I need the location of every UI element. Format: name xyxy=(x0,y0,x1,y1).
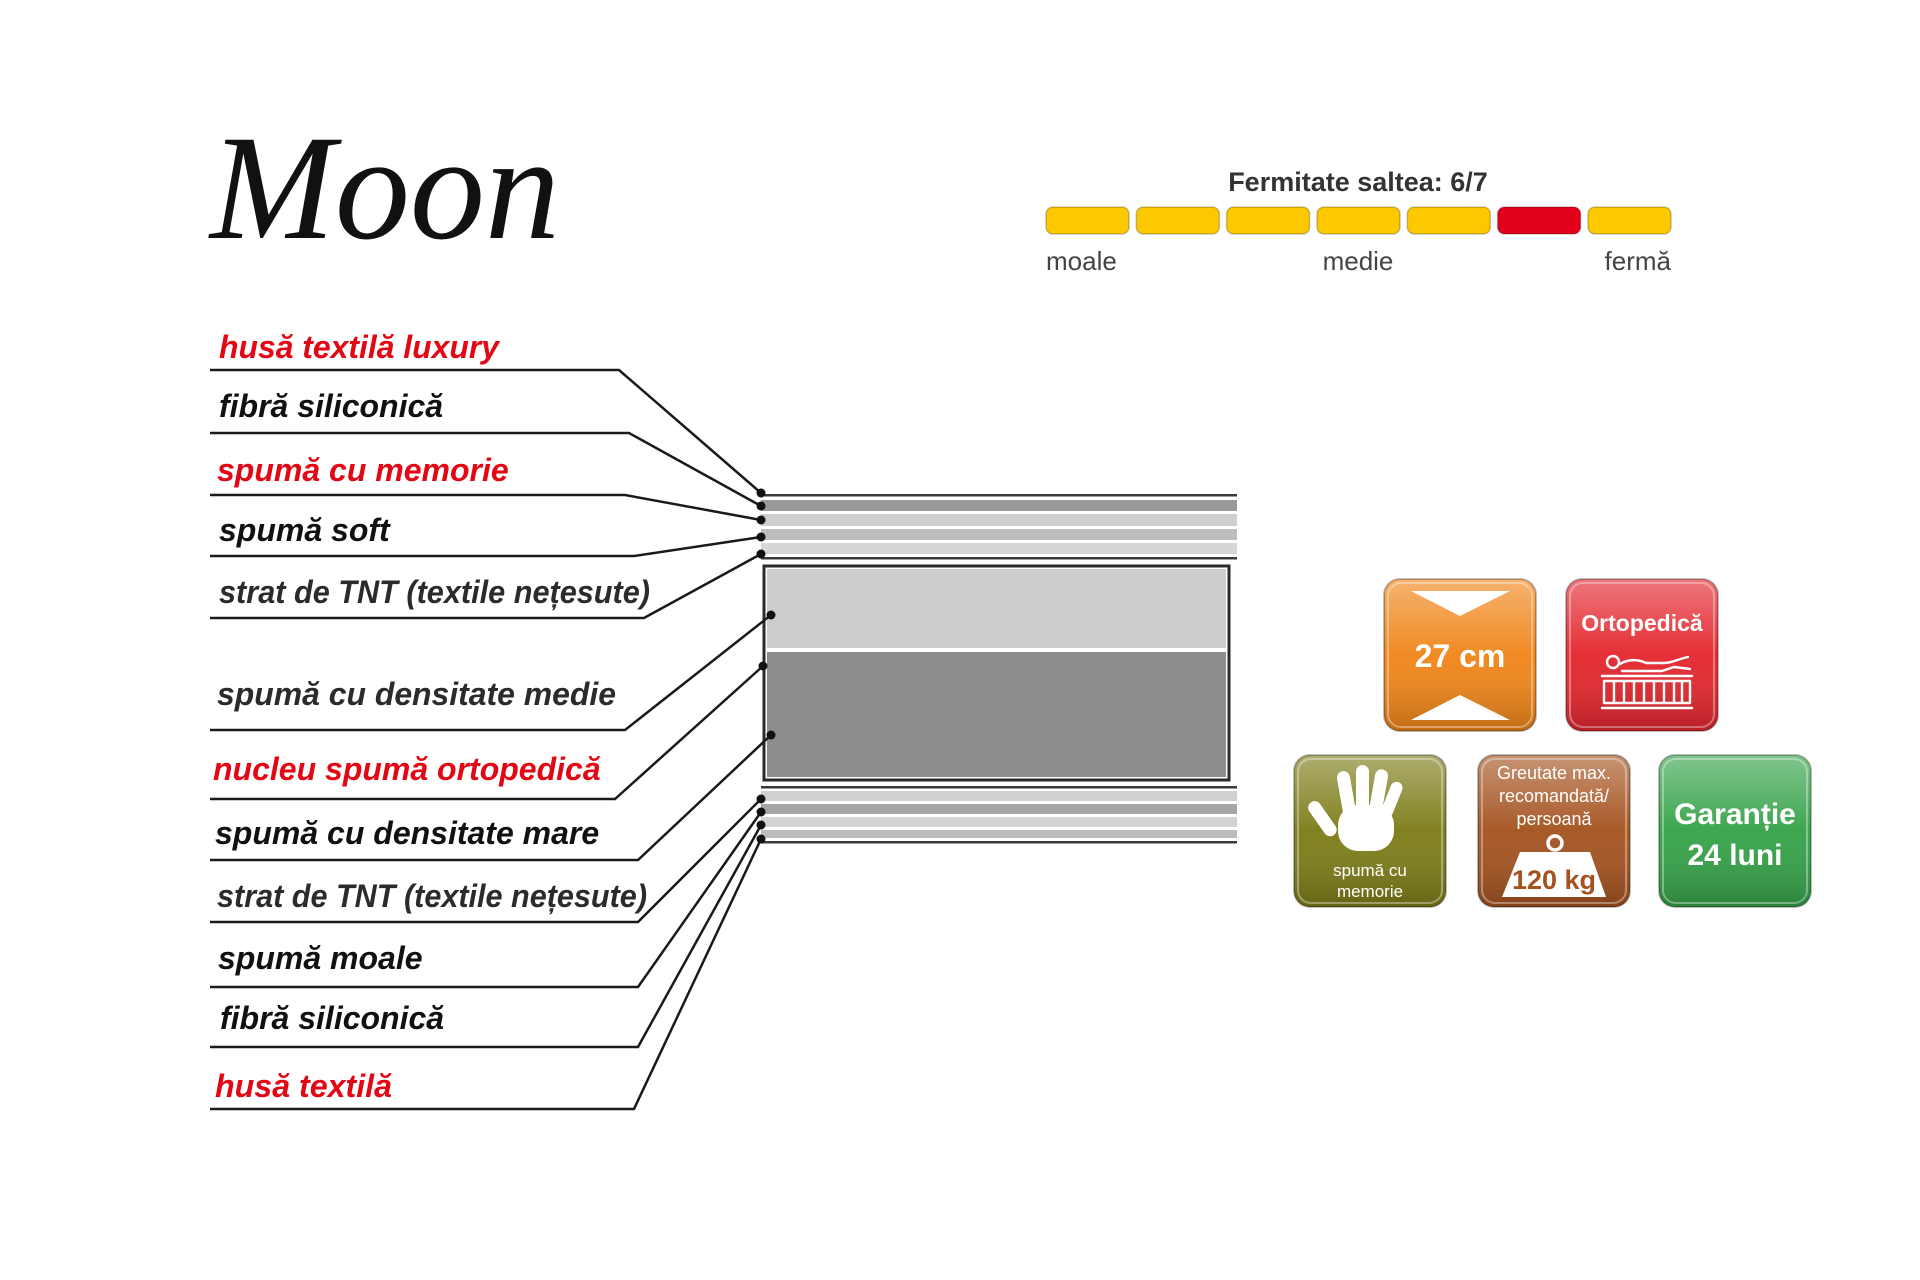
layer-label: fibră siliconică xyxy=(220,1000,444,1036)
firmness-segment xyxy=(1225,206,1311,235)
layer-label: strat de TNT (textile nețesute) xyxy=(217,878,647,914)
hand-icon xyxy=(1308,765,1403,851)
firmness-segment xyxy=(1045,206,1130,235)
orthopedic-badge: Ortopedică xyxy=(1565,578,1719,732)
firmness-title: Fermitate saltea: 6/7 xyxy=(1228,167,1488,197)
leader-line xyxy=(210,824,763,1049)
layer-label-row: strat de TNT (textile nețesute) xyxy=(210,549,766,620)
max-weight-value: 120 kg xyxy=(1512,865,1596,895)
leader-dot xyxy=(756,501,766,511)
orthopedic-core-block xyxy=(767,652,1226,777)
feature-badges: 27 cm Ortopedică xyxy=(1293,578,1812,908)
layer-label: spumă cu densitate mare xyxy=(215,815,599,851)
leader-line xyxy=(210,665,764,801)
layer-label-row: strat de TNT (textile nețesute) xyxy=(210,794,766,924)
firmness-label-soft: moale xyxy=(1046,246,1117,276)
firmness-segment xyxy=(1135,206,1221,235)
layer-label-row: husă textilă xyxy=(210,834,766,1111)
layer-label: spumă soft xyxy=(219,512,391,548)
leader-dot xyxy=(756,834,766,844)
layer-label-row: spumă cu densitate mare xyxy=(210,730,776,862)
mattress-cross-section xyxy=(761,494,1237,844)
medium-density-foam-block xyxy=(767,569,1226,648)
leader-line xyxy=(210,368,762,494)
leader-dot xyxy=(756,488,766,498)
layer-label-row: spumă cu memorie xyxy=(210,452,766,525)
leader-dot xyxy=(756,794,766,804)
layer-label: fibră siliconică xyxy=(219,388,443,424)
person-on-mattress-icon xyxy=(1600,654,1694,710)
warranty-label-line2: 24 luni xyxy=(1687,839,1782,872)
mattress-top-layers xyxy=(761,494,1237,560)
layer-label-row: husă textilă luxury xyxy=(210,329,766,498)
layer-label-row: nucleu spumă ortopedică xyxy=(210,661,768,801)
memory-foam-label-line1: spumă cu xyxy=(1333,861,1407,880)
leader-line xyxy=(210,798,762,924)
leader-line xyxy=(210,431,762,508)
layer-label: spumă cu densitate medie xyxy=(217,676,616,712)
orthopedic-label: Ortopedică xyxy=(1581,610,1703,636)
leader-line xyxy=(210,838,763,1111)
height-value: 27 cm xyxy=(1415,638,1506,674)
warranty-badge: Garanție 24 luni xyxy=(1658,754,1812,908)
firmness-label-firm: fermă xyxy=(1605,246,1672,276)
leader-line xyxy=(210,493,762,522)
layer-label-row: spumă cu densitate medie xyxy=(210,610,776,732)
firmness-segment xyxy=(1587,206,1672,235)
max-weight-label-line2: recomandată/ xyxy=(1499,786,1609,806)
layer-label: husă textilă luxury xyxy=(219,329,501,365)
leader-dot xyxy=(756,820,766,830)
mattress-bottom-layers xyxy=(761,786,1237,844)
leader-dot xyxy=(756,515,766,525)
leader-line xyxy=(210,734,772,862)
warranty-label-line1: Garanție xyxy=(1674,798,1796,831)
firmness-segment xyxy=(1316,206,1401,235)
leader-dot xyxy=(766,730,776,740)
layer-label: spumă cu memorie xyxy=(217,452,509,488)
leader-dot xyxy=(756,532,766,542)
layer-label: spumă moale xyxy=(218,940,423,976)
weight-icon xyxy=(1502,834,1606,897)
layer-label: nucleu spumă ortopedică xyxy=(213,751,601,787)
leader-line xyxy=(210,535,762,558)
firmness-segment xyxy=(1496,206,1582,235)
leader-line xyxy=(210,811,763,989)
memory-foam-badge: spumă cu memorie xyxy=(1293,754,1447,908)
max-weight-label-line3: persoană xyxy=(1516,809,1592,829)
product-title: Moon xyxy=(208,105,560,271)
leader-dot xyxy=(756,807,766,817)
layer-labels: husă textilă luxury fibră siliconică spu… xyxy=(210,329,776,1111)
firmness-segment xyxy=(1406,206,1492,235)
height-badge: 27 cm xyxy=(1383,578,1537,732)
leader-line xyxy=(210,614,772,732)
firmness-label-medium: medie xyxy=(1323,246,1394,276)
leader-dot xyxy=(766,610,776,620)
layer-label: husă textilă xyxy=(215,1068,392,1104)
firmness-scale: Fermitate saltea: 6/7 moale medie fermă xyxy=(1045,167,1672,276)
layer-label-row: fibră siliconică xyxy=(210,388,766,511)
layer-label-row: spumă soft xyxy=(210,512,766,558)
leader-dot xyxy=(756,549,766,559)
firmness-bar xyxy=(1045,206,1672,235)
memory-foam-label-line2: memorie xyxy=(1337,882,1403,901)
leader-line xyxy=(210,552,762,620)
leader-dot xyxy=(758,661,768,671)
layer-label-row: fibră siliconică xyxy=(210,820,766,1049)
max-weight-label-line1: Greutate max. xyxy=(1497,763,1611,783)
layer-label: strat de TNT (textile nețesute) xyxy=(219,574,650,610)
mattress-core xyxy=(762,564,1231,782)
height-arrows-icon xyxy=(1411,591,1510,720)
max-weight-badge: Greutate max. recomandată/ persoană 120 … xyxy=(1477,754,1631,908)
layer-label-row: spumă moale xyxy=(210,807,766,989)
